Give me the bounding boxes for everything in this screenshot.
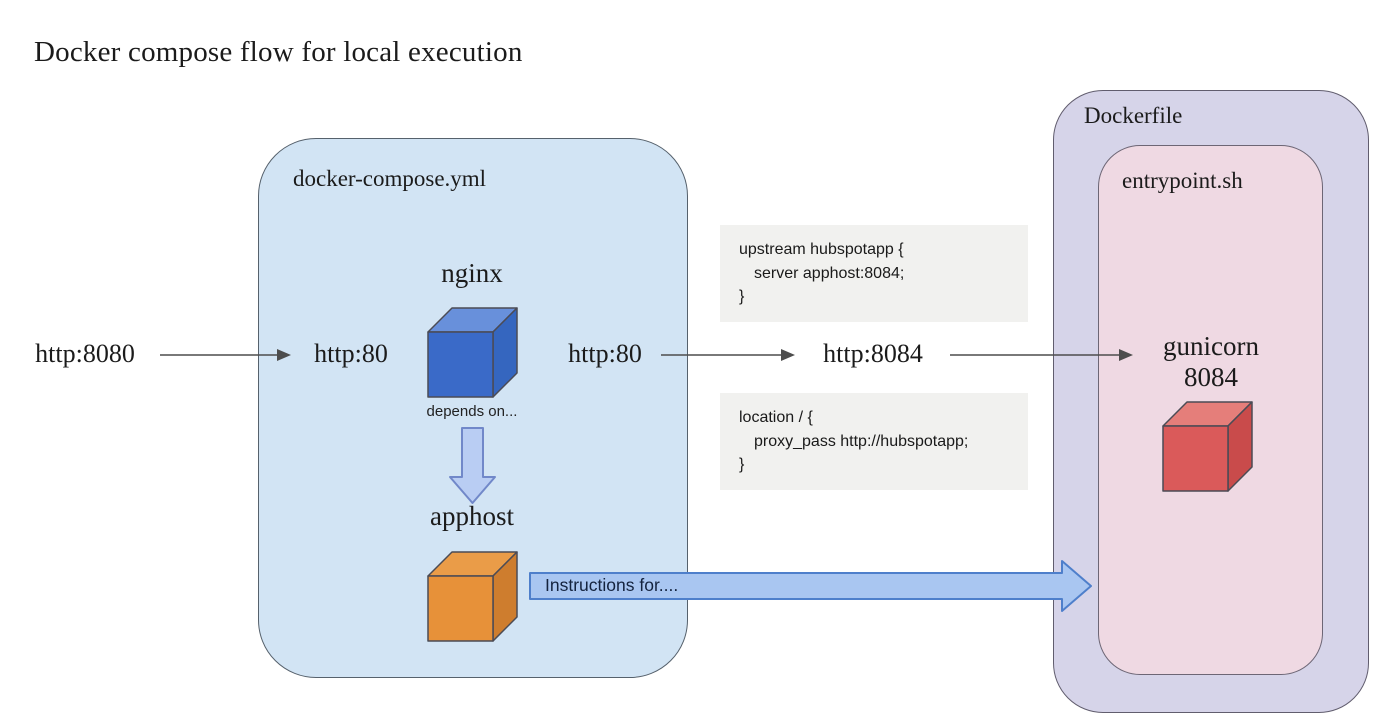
apphost-node-label: apphost <box>430 501 514 531</box>
dockerfile-box-label: Dockerfile <box>1084 103 1183 128</box>
diagram-title: Docker compose flow for local execution <box>34 36 523 68</box>
port-http-8080: http:8080 <box>35 339 135 368</box>
config-line: location / { <box>739 409 813 426</box>
nginx-node-label: nginx <box>441 258 503 288</box>
port-http-80-out: http:80 <box>568 339 642 368</box>
entrypoint-box-label: entrypoint.sh <box>1122 168 1243 193</box>
config-line: } <box>739 288 745 305</box>
entrypoint-container <box>1098 145 1323 675</box>
config-line: upstream hubspotapp { <box>739 241 904 258</box>
instructions-arrow-label: Instructions for.... <box>545 575 679 595</box>
gunicorn-process-name: gunicorn <box>1163 331 1259 361</box>
config-line: } <box>739 456 745 473</box>
config-line: server apphost:8084; <box>754 264 905 282</box>
gunicorn-node-label: gunicorn 8084 <box>1130 331 1292 393</box>
gunicorn-port: 8084 <box>1184 362 1238 392</box>
nginx-upstream-config-snippet: upstream hubspotapp { server apphost:808… <box>720 225 1028 322</box>
nginx-location-config-snippet: location / { proxy_pass http://hubspotap… <box>720 393 1028 490</box>
depends-on-label: depends on... <box>426 403 518 420</box>
port-http-8084: http:8084 <box>823 339 923 368</box>
port-http-80-in: http:80 <box>314 339 388 368</box>
config-line: proxy_pass http://hubspotapp; <box>754 432 969 450</box>
compose-box-label: docker-compose.yml <box>293 166 487 191</box>
